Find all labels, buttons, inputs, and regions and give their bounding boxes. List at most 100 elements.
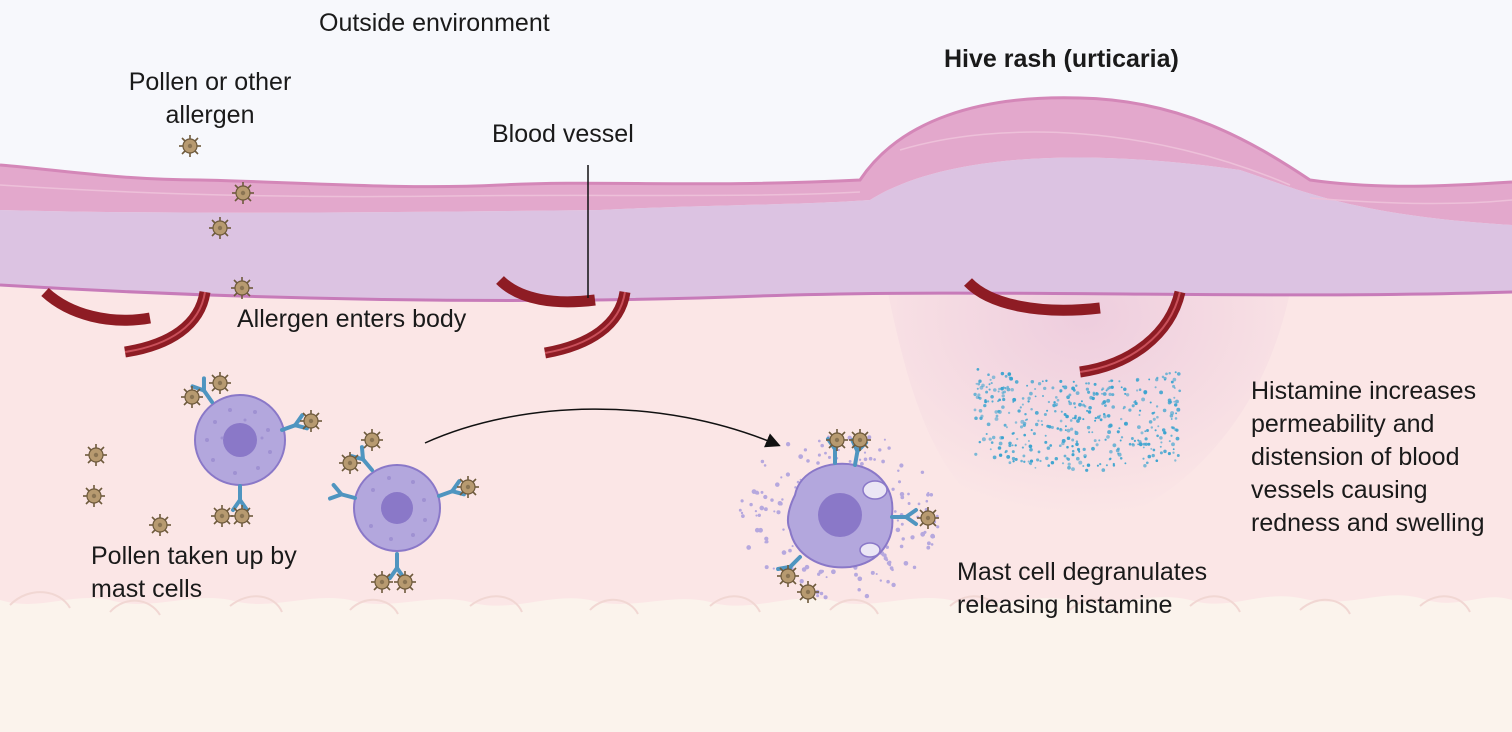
histamine-dot [1027, 400, 1030, 403]
histamine-dot [1011, 444, 1014, 447]
granule [823, 595, 828, 600]
histamine-effect-line: distension of blood [1251, 443, 1460, 471]
granule [893, 510, 897, 513]
histamine-dot [1035, 422, 1039, 427]
histamine-dot [1044, 440, 1048, 444]
histamine-dot [1045, 456, 1049, 461]
histamine-dot [1001, 405, 1005, 409]
histamine-dot [998, 441, 1003, 446]
histamine-dot [1178, 389, 1182, 393]
histamine-dot [1170, 411, 1175, 416]
blood-vessel [496, 275, 596, 308]
histamine-dot [1066, 395, 1070, 400]
histamine-dot [1022, 454, 1026, 458]
granule [863, 451, 867, 454]
histamine-dot [1058, 444, 1062, 448]
granule [929, 493, 934, 497]
histamine-dot [1028, 444, 1033, 449]
blood-vessels-highlight [124, 291, 1181, 373]
histamine-dot [1065, 457, 1069, 460]
histamine-dot [1041, 394, 1045, 398]
histamine-dot [1094, 416, 1098, 420]
histamine-dot [1029, 391, 1033, 396]
granule [887, 446, 891, 450]
histamine-dot [985, 386, 988, 389]
histamine-dot [1037, 450, 1041, 454]
histamine-dot [1014, 444, 1017, 447]
histamine-dot [1029, 459, 1034, 463]
histamine-dot [997, 446, 1002, 450]
histamine-dot [1019, 425, 1024, 429]
granule [896, 519, 900, 522]
histamine-dot [1002, 386, 1005, 389]
histamine-dot [1124, 462, 1127, 465]
histamine-dot [989, 448, 992, 451]
histamine-dot [1093, 382, 1097, 386]
histamine-dot [975, 382, 978, 385]
histamine-dot [1171, 426, 1175, 430]
histamine-dot [1176, 454, 1180, 457]
histamine-dot [1091, 431, 1094, 434]
histamine-dot [1167, 452, 1171, 456]
granule [772, 567, 775, 570]
histamine-dot [1170, 434, 1173, 437]
granule [740, 511, 744, 515]
granule [764, 565, 769, 570]
granule [806, 459, 810, 463]
epidermis-texture [0, 131, 1512, 205]
histamine-dot [1146, 429, 1149, 432]
histamine-dot [1011, 456, 1016, 461]
histamine-dot [1019, 406, 1022, 409]
histamine-dot [1054, 396, 1058, 399]
histamine-dot [1086, 425, 1091, 430]
histamine-dot [1118, 427, 1121, 430]
granule [819, 591, 824, 596]
histamine-dot [1133, 401, 1136, 404]
histamine-dot [1030, 429, 1033, 432]
histamine-dot [1174, 403, 1178, 407]
granule [920, 470, 925, 475]
pollen-allergen-label: Pollen or other allergen [110, 66, 310, 132]
histamine-dot [1148, 378, 1151, 381]
histamine-dot [1163, 431, 1167, 435]
histamine-dot [1133, 439, 1137, 443]
granule [754, 509, 758, 513]
histamine-dot [1069, 427, 1074, 431]
histamine-dot [1103, 414, 1107, 419]
granule [860, 462, 864, 466]
granule [816, 461, 820, 465]
granule [773, 510, 776, 513]
histamine-dot [981, 437, 986, 442]
granule [782, 528, 785, 531]
histamine-dot [1075, 440, 1079, 443]
histamine-dot [993, 388, 997, 392]
histamine-dot [1128, 442, 1132, 446]
histamine-dot [1078, 402, 1082, 407]
histamine-dot [1020, 419, 1025, 424]
outside-environment-label: Outside environment [319, 9, 550, 37]
histamine-dot [986, 422, 991, 427]
histamine-dot [1106, 435, 1110, 439]
granule [854, 572, 858, 577]
histamine-dot [1152, 448, 1156, 452]
histamine-dot [990, 441, 994, 444]
histamine-dot [1143, 390, 1148, 395]
degranulating-mast-cell [778, 437, 918, 579]
histamine-dot [1044, 434, 1047, 437]
histamine-dot [1172, 451, 1175, 454]
granule [868, 456, 873, 461]
histamine-dot [1027, 396, 1031, 401]
histamine-dot [991, 400, 994, 403]
granule [925, 499, 929, 503]
histamine-dot [1007, 372, 1012, 376]
histamine-dot [1075, 384, 1078, 387]
granule [864, 593, 870, 599]
dermis-border [0, 283, 1512, 302]
granule [923, 530, 927, 534]
pollen-allergen-line: Pollen or other [128, 68, 292, 96]
histamine-dot [1155, 459, 1159, 463]
histamine-dot [990, 395, 994, 399]
histamine-dot [1116, 430, 1120, 434]
granule [827, 455, 832, 459]
histamine-dot [1045, 379, 1048, 382]
